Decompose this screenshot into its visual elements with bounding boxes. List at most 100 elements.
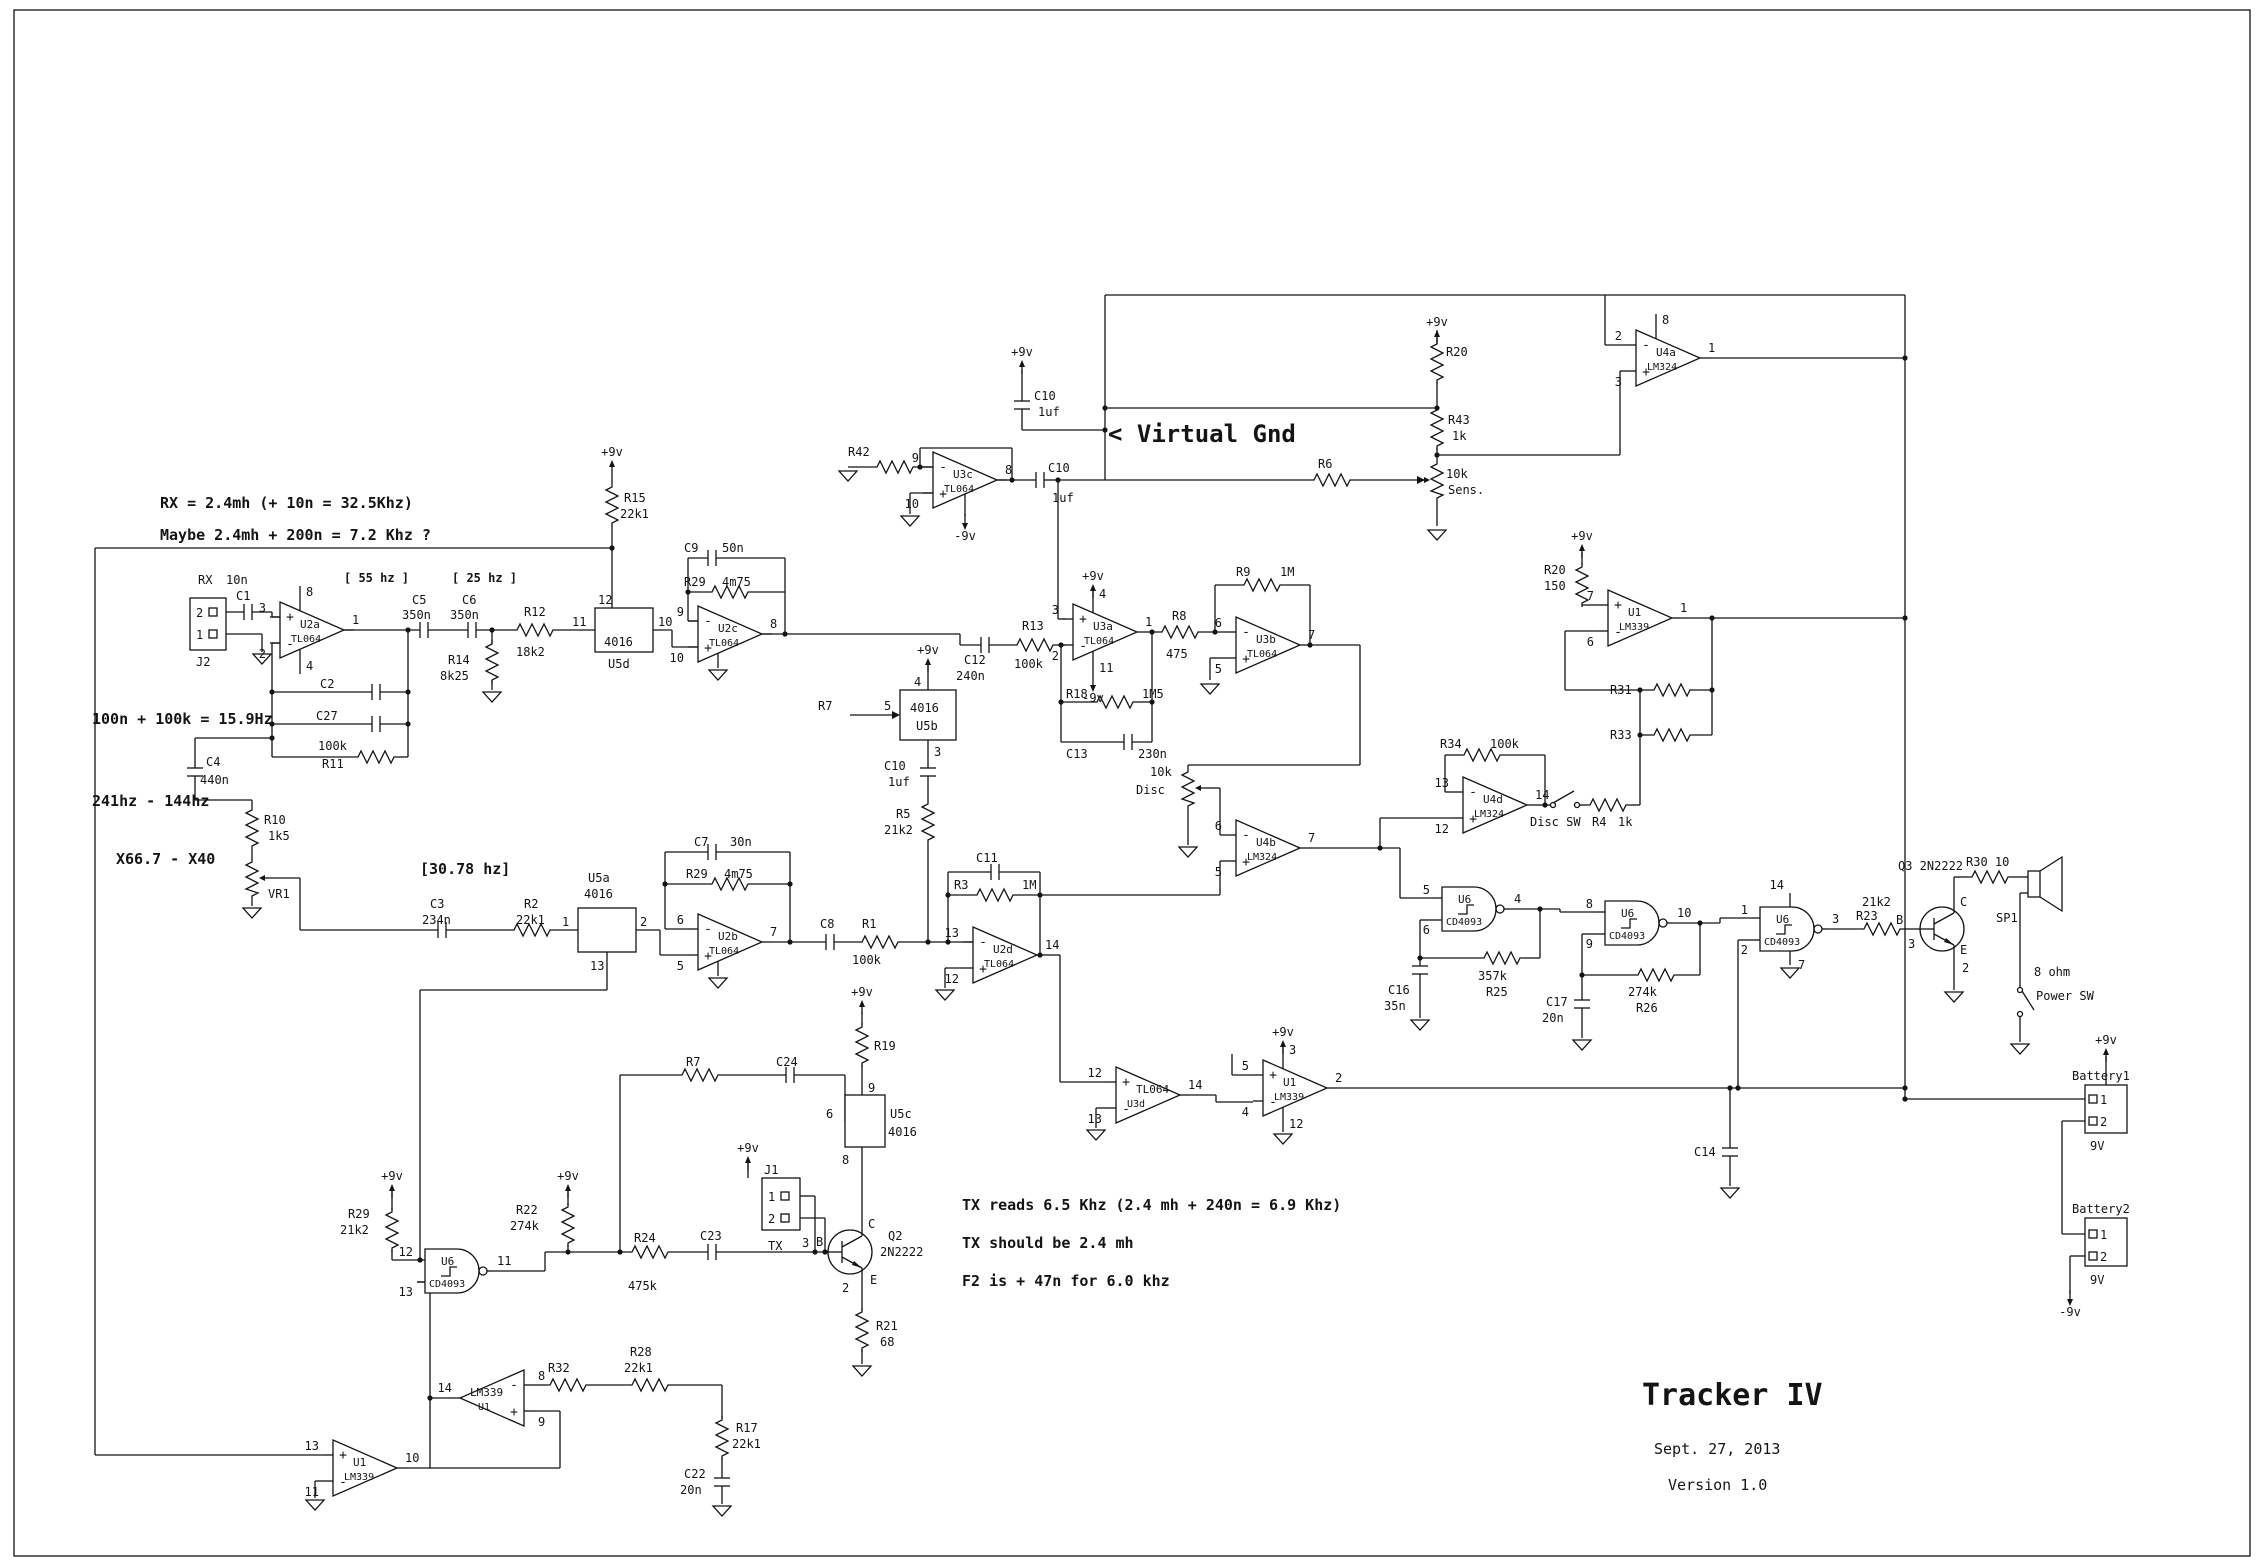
switch-symbol (1573, 801, 1581, 809)
resistor-symbol (1158, 624, 1202, 640)
opamp-u2btl064-part: TL064 (709, 946, 739, 957)
nand-gate-u6-pin: 5 (1423, 883, 1430, 897)
junction-dot (812, 1249, 818, 1255)
schematic-label: Disc (1136, 783, 1165, 797)
opamp-u4dlm324-pin: 12 (1435, 822, 1449, 836)
power-arrow (2067, 1299, 2073, 1306)
ground-symbol (1199, 683, 1221, 695)
ground-symbol (1779, 967, 1801, 979)
opamp-u4blm324-pin: 7 (1308, 831, 1315, 845)
junction-dot (617, 1249, 623, 1255)
junction-dot (1212, 629, 1218, 635)
schematic-label: TX (768, 1239, 783, 1253)
schematic-label: C6 (462, 593, 476, 607)
annotation-text: Maybe 2.4mh + 200n = 7.2 Khz ? (160, 526, 431, 544)
schematic-label: 4016 (910, 701, 939, 715)
ground-symbol (711, 1505, 733, 1517)
junction-dot (1902, 1085, 1908, 1091)
junction-dot (1579, 972, 1585, 978)
power-label: -9v (954, 529, 976, 543)
opamp-u4alm324-sign: + (1642, 365, 1650, 380)
annotation-text: < Virtual Gnd (1108, 420, 1296, 448)
opamp-u2atl064 (279, 601, 346, 659)
schematic-label: 4016 (584, 887, 613, 901)
opamp-u3ctl064-part: TL064 (944, 484, 974, 495)
schematic-label: 274k (1628, 985, 1658, 999)
schematic-label: 1 (2100, 1228, 2107, 1242)
ground-symbol (241, 907, 263, 919)
opamp-u1lm339-sign: - (1269, 1095, 1277, 1110)
schematic-label: VR1 (268, 887, 290, 901)
schematic-label: 10 (658, 615, 672, 629)
schematic-label: Disc SW (1530, 815, 1581, 829)
schematic-label: C17 (1546, 995, 1568, 1009)
schematic-label: R10 (264, 813, 286, 827)
nand-gate-u6-pin: 3 (1832, 912, 1839, 926)
opamp-u3atl064-sign: - (1079, 639, 1087, 654)
opamp-tl064u3d (1115, 1066, 1182, 1124)
annotation-text: [30.78 hz] (420, 860, 510, 878)
power-label: +9v (1571, 529, 1593, 543)
opamp-u1lm339-pin: 2 (1335, 1071, 1342, 1085)
nand-gate-u6-pin: 9 (1586, 937, 1593, 951)
switch-u5d (594, 607, 654, 653)
schematic-label: 100k (852, 953, 882, 967)
drawing-frame (13, 9, 2251, 1557)
opamp-u4dlm324-ref: U4d (1483, 793, 1503, 806)
junction-dot (1149, 699, 1155, 705)
schematic-label: R17 (736, 1421, 758, 1435)
opamp-u1lm339-ref: U1 (353, 1456, 366, 1469)
opamp-u3ctl064-pin: 9 (912, 451, 919, 465)
schematic-label: C24 (776, 1055, 798, 1069)
resistor-symbol (1650, 682, 1694, 698)
switch-u5c (844, 1094, 886, 1148)
junction-dot (1037, 892, 1043, 898)
opamp-u1lm339-pin: 10 (405, 1451, 419, 1465)
schematic-label: 2 (1962, 961, 1969, 975)
opamp-u2btl064-sign: + (704, 949, 712, 964)
power-label: +9v (601, 445, 623, 459)
power-label: -9v (1082, 691, 1104, 705)
resistor-symbol (354, 749, 398, 765)
schematic-label: 5 (884, 699, 891, 713)
schematic-label: R31 (1610, 683, 1632, 697)
junction-dot (269, 721, 275, 727)
switch-symbol (2016, 986, 2024, 994)
schematic-label: C4 (206, 755, 220, 769)
schematic-label: 1M (1022, 878, 1036, 892)
nand-gate-u6-pin: 7 (1798, 958, 1805, 972)
resistor-symbol (628, 1244, 672, 1260)
schematic-label: R22 (516, 1203, 538, 1217)
schematic-label: R23 (1856, 909, 1878, 923)
switch-u5a (577, 907, 637, 953)
pot-wiper-arrow (1424, 477, 1430, 483)
switch-symbol (1549, 801, 1557, 809)
schematic-label: R2 (524, 897, 538, 911)
schematic-label: R24 (634, 1231, 656, 1245)
resistor-symbol (513, 622, 557, 638)
nand-gate-u6-pin: 6 (1423, 923, 1430, 937)
opamp-u4dlm324-pin: 13 (1435, 776, 1449, 790)
schematic-label: C5 (412, 593, 426, 607)
opamp-u3btl064 (1235, 616, 1302, 674)
power-label: +9v (851, 985, 873, 999)
opamp-u3btl064-sign: - (1242, 625, 1250, 640)
schematic-label: J2 (196, 655, 210, 669)
connector-j2-pin (208, 629, 218, 639)
power-arrow (565, 1184, 571, 1191)
schematic-label: 18k2 (516, 645, 545, 659)
nand-gate-u6-bubble (1658, 918, 1668, 928)
schematic-label: C14 (1694, 1145, 1716, 1159)
schematic-label: 1M5 (1142, 687, 1164, 701)
schematic-label: C7 (694, 835, 708, 849)
resistor-symbol (854, 1023, 870, 1067)
power-arrow (1090, 584, 1096, 591)
power-arrow (609, 460, 615, 467)
opamp-u2atl064-pin: 2 (259, 647, 266, 661)
resistor-symbol (708, 584, 752, 600)
schematic-label: Sens. (1448, 483, 1484, 497)
opamp-u2ctl064-part: TL064 (709, 638, 739, 649)
annotation-text: TX reads 6.5 Khz (2.4 mh + 240n = 6.9 Kh… (962, 1196, 1341, 1214)
opamp-tl064u3d-sign: - (1122, 1102, 1130, 1117)
schematic-label: C10 (1034, 389, 1056, 403)
